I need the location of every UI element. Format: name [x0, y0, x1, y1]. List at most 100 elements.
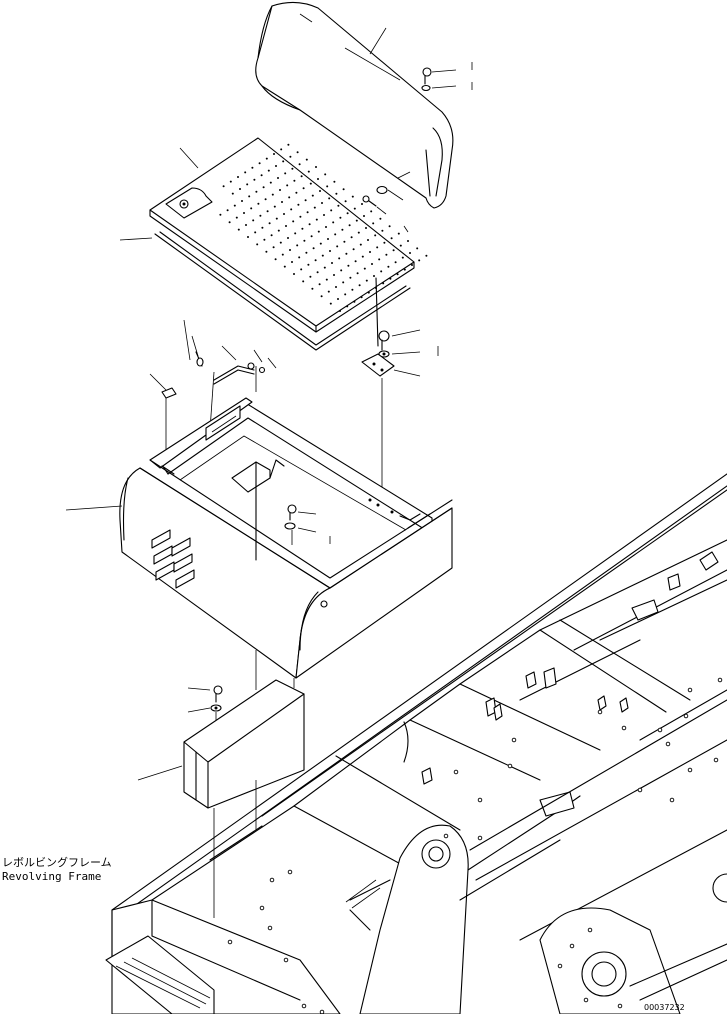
pan-dot [342, 281, 345, 284]
pan-dot [392, 249, 395, 252]
mount-hole [319, 1009, 325, 1014]
pan-dot [381, 229, 384, 232]
pan-dot [330, 209, 333, 212]
pan-dot [387, 265, 390, 268]
pan-dot [273, 153, 275, 155]
pan-dot [261, 226, 264, 229]
pan-dot [349, 276, 352, 279]
seat-back-leaders [362, 27, 473, 233]
pan-dot [339, 216, 342, 219]
pan-dot [297, 203, 300, 206]
pan-dot [245, 224, 247, 226]
pan-dot [292, 220, 295, 223]
pan-dot [262, 186, 265, 189]
pan-dot [281, 201, 283, 203]
mount-hole [259, 905, 265, 911]
pan-dot [309, 275, 312, 278]
hinge-parts [149, 319, 277, 470]
pan-dot [298, 256, 301, 259]
mount-hole [557, 963, 563, 969]
pan-dot [293, 179, 296, 182]
mount-hole [669, 797, 675, 803]
pan-dot [361, 203, 363, 205]
pan-dot [333, 274, 335, 276]
pan-dot [296, 151, 299, 154]
pan-dot [295, 191, 298, 194]
pan-dot [317, 178, 319, 180]
pan-dot [255, 190, 258, 193]
pan-dot [336, 245, 339, 248]
pan-dot [244, 171, 247, 174]
pan-dot [370, 210, 373, 213]
pan-dot [323, 214, 325, 216]
pan-dot [233, 204, 236, 207]
pan-dot [308, 223, 311, 226]
pan-dot [328, 197, 331, 200]
pan-dot [243, 212, 245, 214]
mount-hole [477, 835, 483, 841]
pan-dot [259, 214, 262, 217]
pan-dot [277, 229, 280, 232]
pan-dot [341, 228, 344, 231]
mount-hole [621, 725, 627, 731]
pan-dot [285, 225, 287, 227]
pan-dot [333, 180, 336, 183]
pan-dot [265, 250, 268, 253]
pan-dot [347, 264, 350, 267]
pan-dot [260, 174, 263, 177]
pan-dot [294, 232, 297, 235]
pan-dot [287, 143, 290, 146]
pan-dot [367, 239, 369, 241]
mount-hole [287, 869, 293, 875]
mount-hole [301, 1003, 307, 1009]
pan-dot [301, 227, 304, 230]
pan-dot [345, 252, 348, 255]
mount-hole [587, 927, 593, 933]
mount-hole [617, 1003, 623, 1009]
pan-dot [263, 238, 266, 241]
revolving-frame-label-jp: レボルビングフレーム [2, 855, 112, 869]
pan-dot [367, 291, 370, 294]
pan-dot [357, 231, 360, 234]
pan-dot [229, 180, 232, 183]
pan-dot [283, 213, 285, 215]
pan-dot [339, 310, 341, 312]
pan-dot [246, 183, 249, 186]
pan-dot [418, 259, 421, 262]
pan-dot [369, 251, 371, 253]
seat-pan-plate [149, 137, 415, 333]
pan-dot [271, 193, 274, 196]
pan-dot [283, 265, 286, 268]
revolving-frame [105, 473, 727, 1014]
pan-dot [266, 210, 269, 213]
pan-dot [425, 254, 428, 257]
pan-dot [383, 241, 386, 244]
pan-dot [310, 235, 313, 238]
pan-dot [317, 230, 320, 233]
pan-dot [371, 263, 373, 265]
pan-dot [337, 298, 339, 300]
pan-dot [314, 259, 317, 262]
pan-dot [326, 185, 329, 188]
pan-dot [222, 185, 225, 188]
pan-dot [365, 279, 368, 282]
pan-dot [348, 224, 351, 227]
seat-pan-dot-grid [219, 143, 428, 312]
pan-dot [254, 231, 257, 234]
pan-dot [231, 192, 234, 195]
pan-dot [289, 249, 291, 251]
pan-dot [289, 155, 292, 158]
lower-cover [137, 679, 305, 918]
pan-dot [344, 293, 347, 296]
pan-dot [332, 221, 335, 224]
pan-dot [237, 228, 240, 231]
seat-box [65, 397, 453, 690]
pan-dot [318, 283, 321, 286]
pan-dot [353, 207, 356, 210]
pan-dot [335, 192, 338, 195]
pan-dot [300, 175, 303, 178]
pan-dot [338, 257, 341, 260]
pan-dot [299, 215, 302, 218]
